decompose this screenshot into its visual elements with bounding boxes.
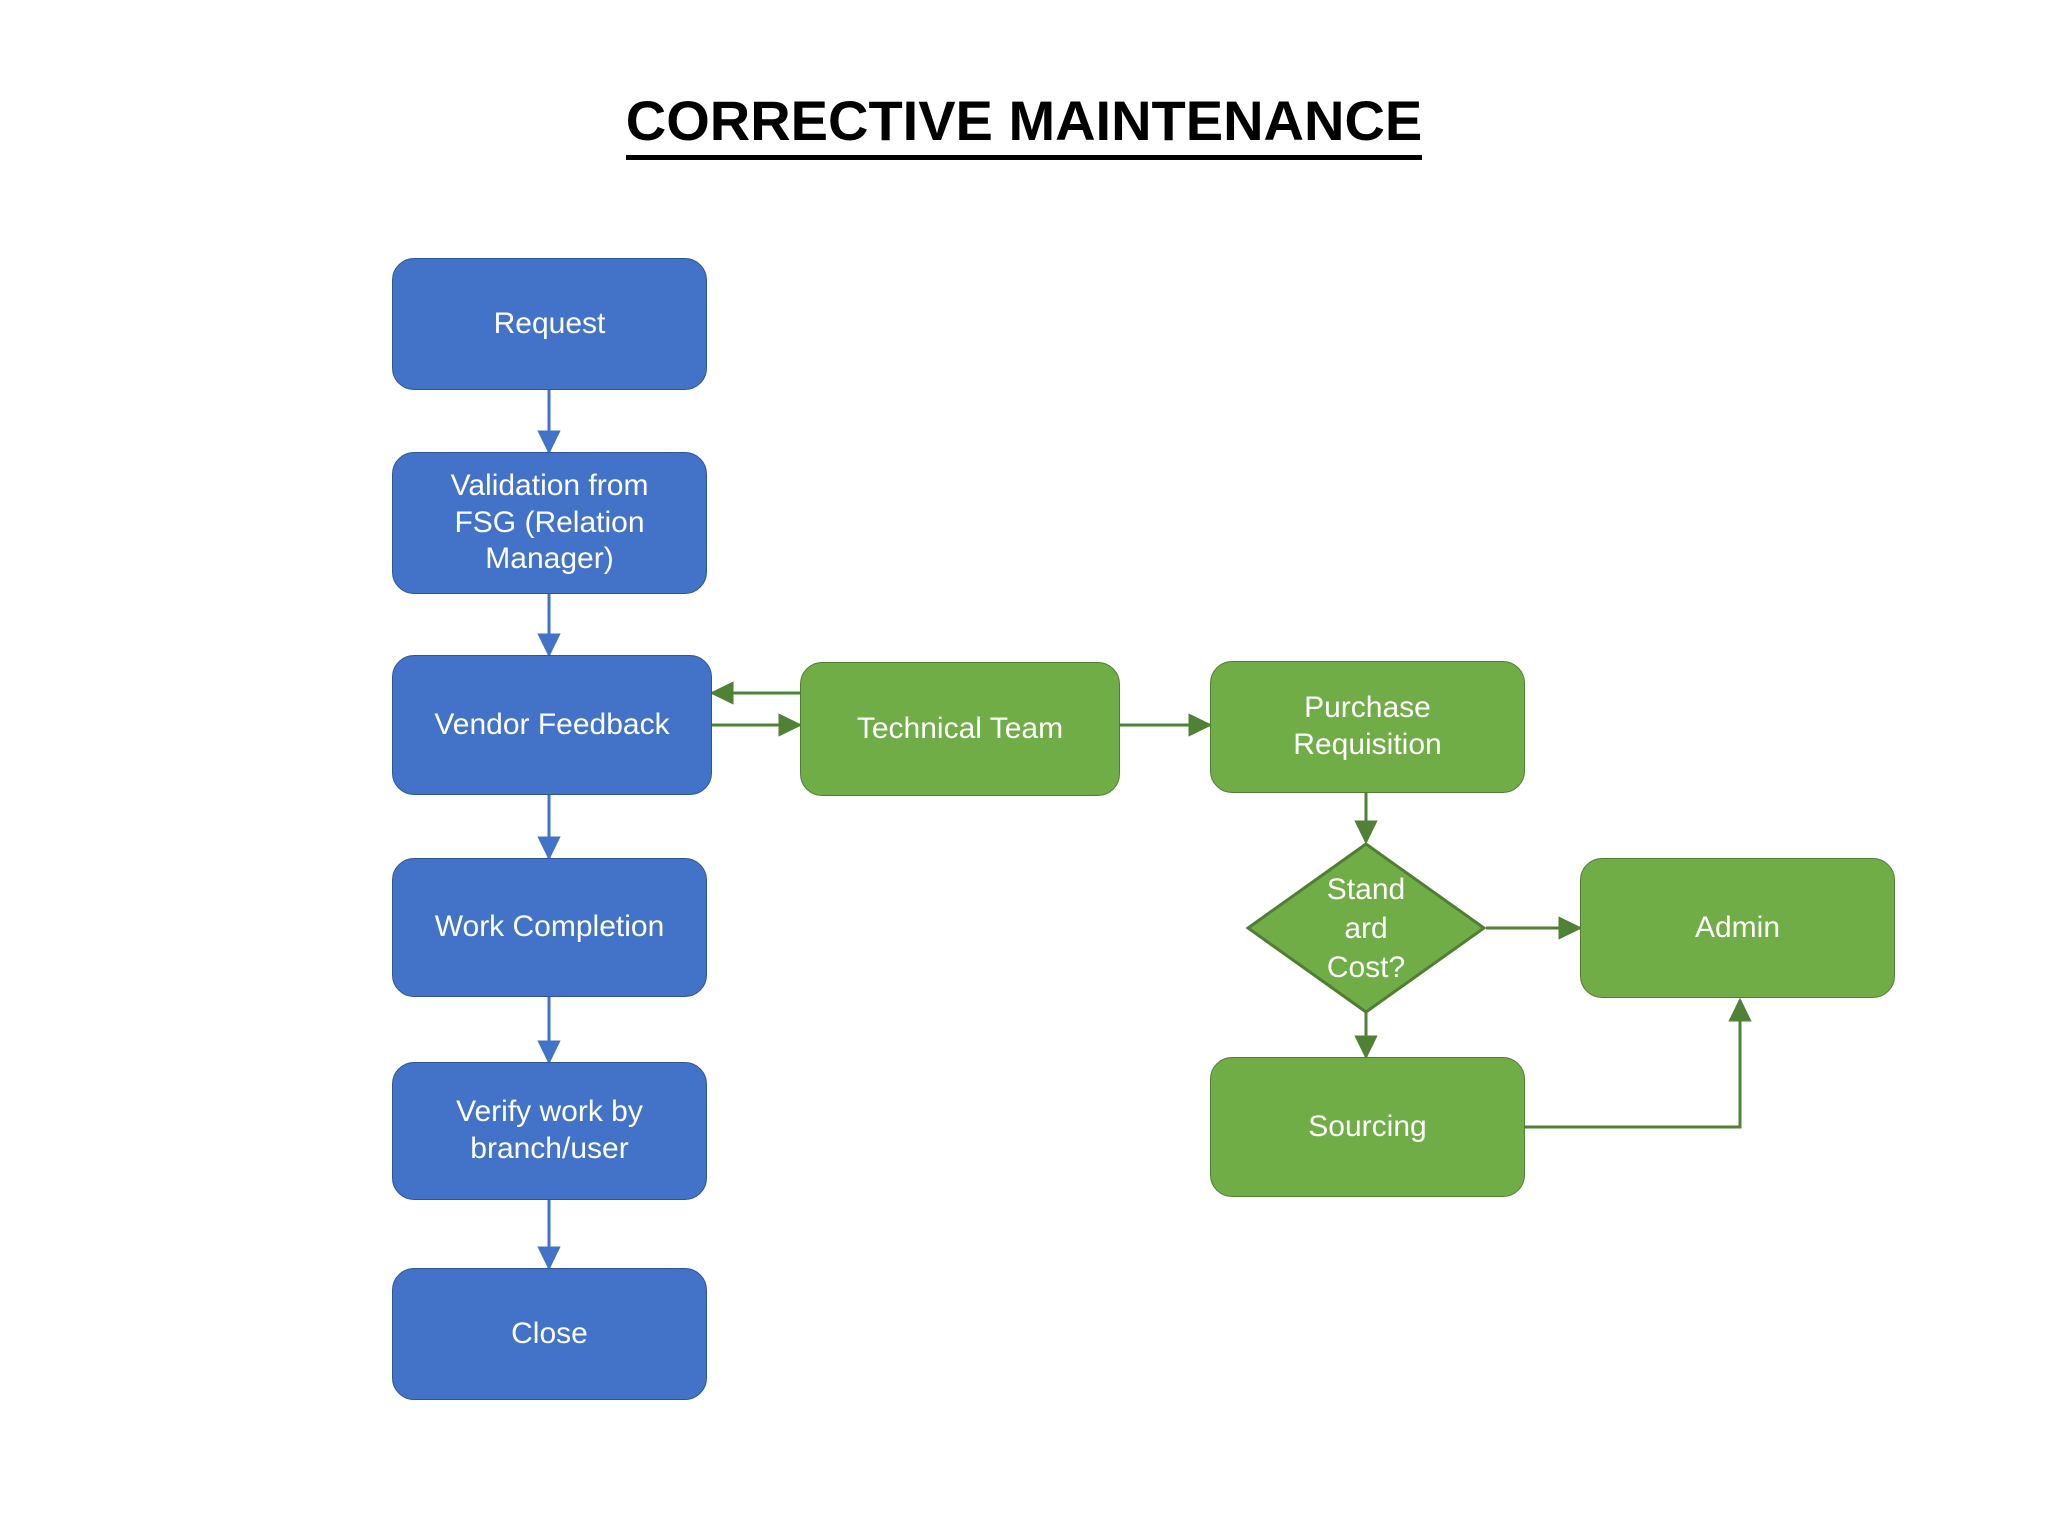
diamond-shape bbox=[1246, 842, 1486, 1014]
node-sourcing-label: Sourcing bbox=[1308, 1109, 1427, 1143]
node-work-completion-label: Work Completion bbox=[434, 910, 665, 944]
node-validation[interactable]: Validation from FSG (Relation Manager) bbox=[392, 452, 707, 594]
node-purchase-requisition-label: Purchase Requisition bbox=[1293, 691, 1442, 761]
node-verify-work-label: Verify work by branch/user bbox=[456, 1095, 643, 1165]
node-close-label: Close bbox=[511, 1316, 588, 1350]
node-technical-team-label: Technical Team bbox=[856, 711, 1064, 745]
node-purchase-requisition[interactable]: Purchase Requisition bbox=[1210, 661, 1525, 793]
node-admin[interactable]: Admin bbox=[1580, 858, 1895, 998]
edge-sourcing-to-admin bbox=[1525, 997, 1752, 1129]
page-title-text: CORRECTIVE MAINTENANCE bbox=[625, 91, 1423, 160]
node-request[interactable]: Request bbox=[392, 258, 707, 390]
node-standard-cost-decision[interactable]: Stand ard Cost? bbox=[1246, 842, 1486, 1014]
node-sourcing[interactable]: Sourcing bbox=[1210, 1057, 1525, 1197]
node-admin-label: Admin bbox=[1694, 910, 1781, 944]
node-verify-work[interactable]: Verify work by branch/user bbox=[392, 1062, 707, 1200]
node-vendor-feedback-label: Vendor Feedback bbox=[434, 707, 670, 741]
node-work-completion[interactable]: Work Completion bbox=[392, 858, 707, 997]
page-title: CORRECTIVE MAINTENANCE bbox=[0, 88, 2048, 160]
node-request-label: Request bbox=[493, 306, 606, 340]
node-close[interactable]: Close bbox=[392, 1268, 707, 1400]
node-technical-team[interactable]: Technical Team bbox=[800, 662, 1120, 796]
node-vendor-feedback[interactable]: Vendor Feedback bbox=[392, 655, 712, 795]
node-validation-label: Validation from FSG (Relation Manager) bbox=[450, 469, 649, 576]
